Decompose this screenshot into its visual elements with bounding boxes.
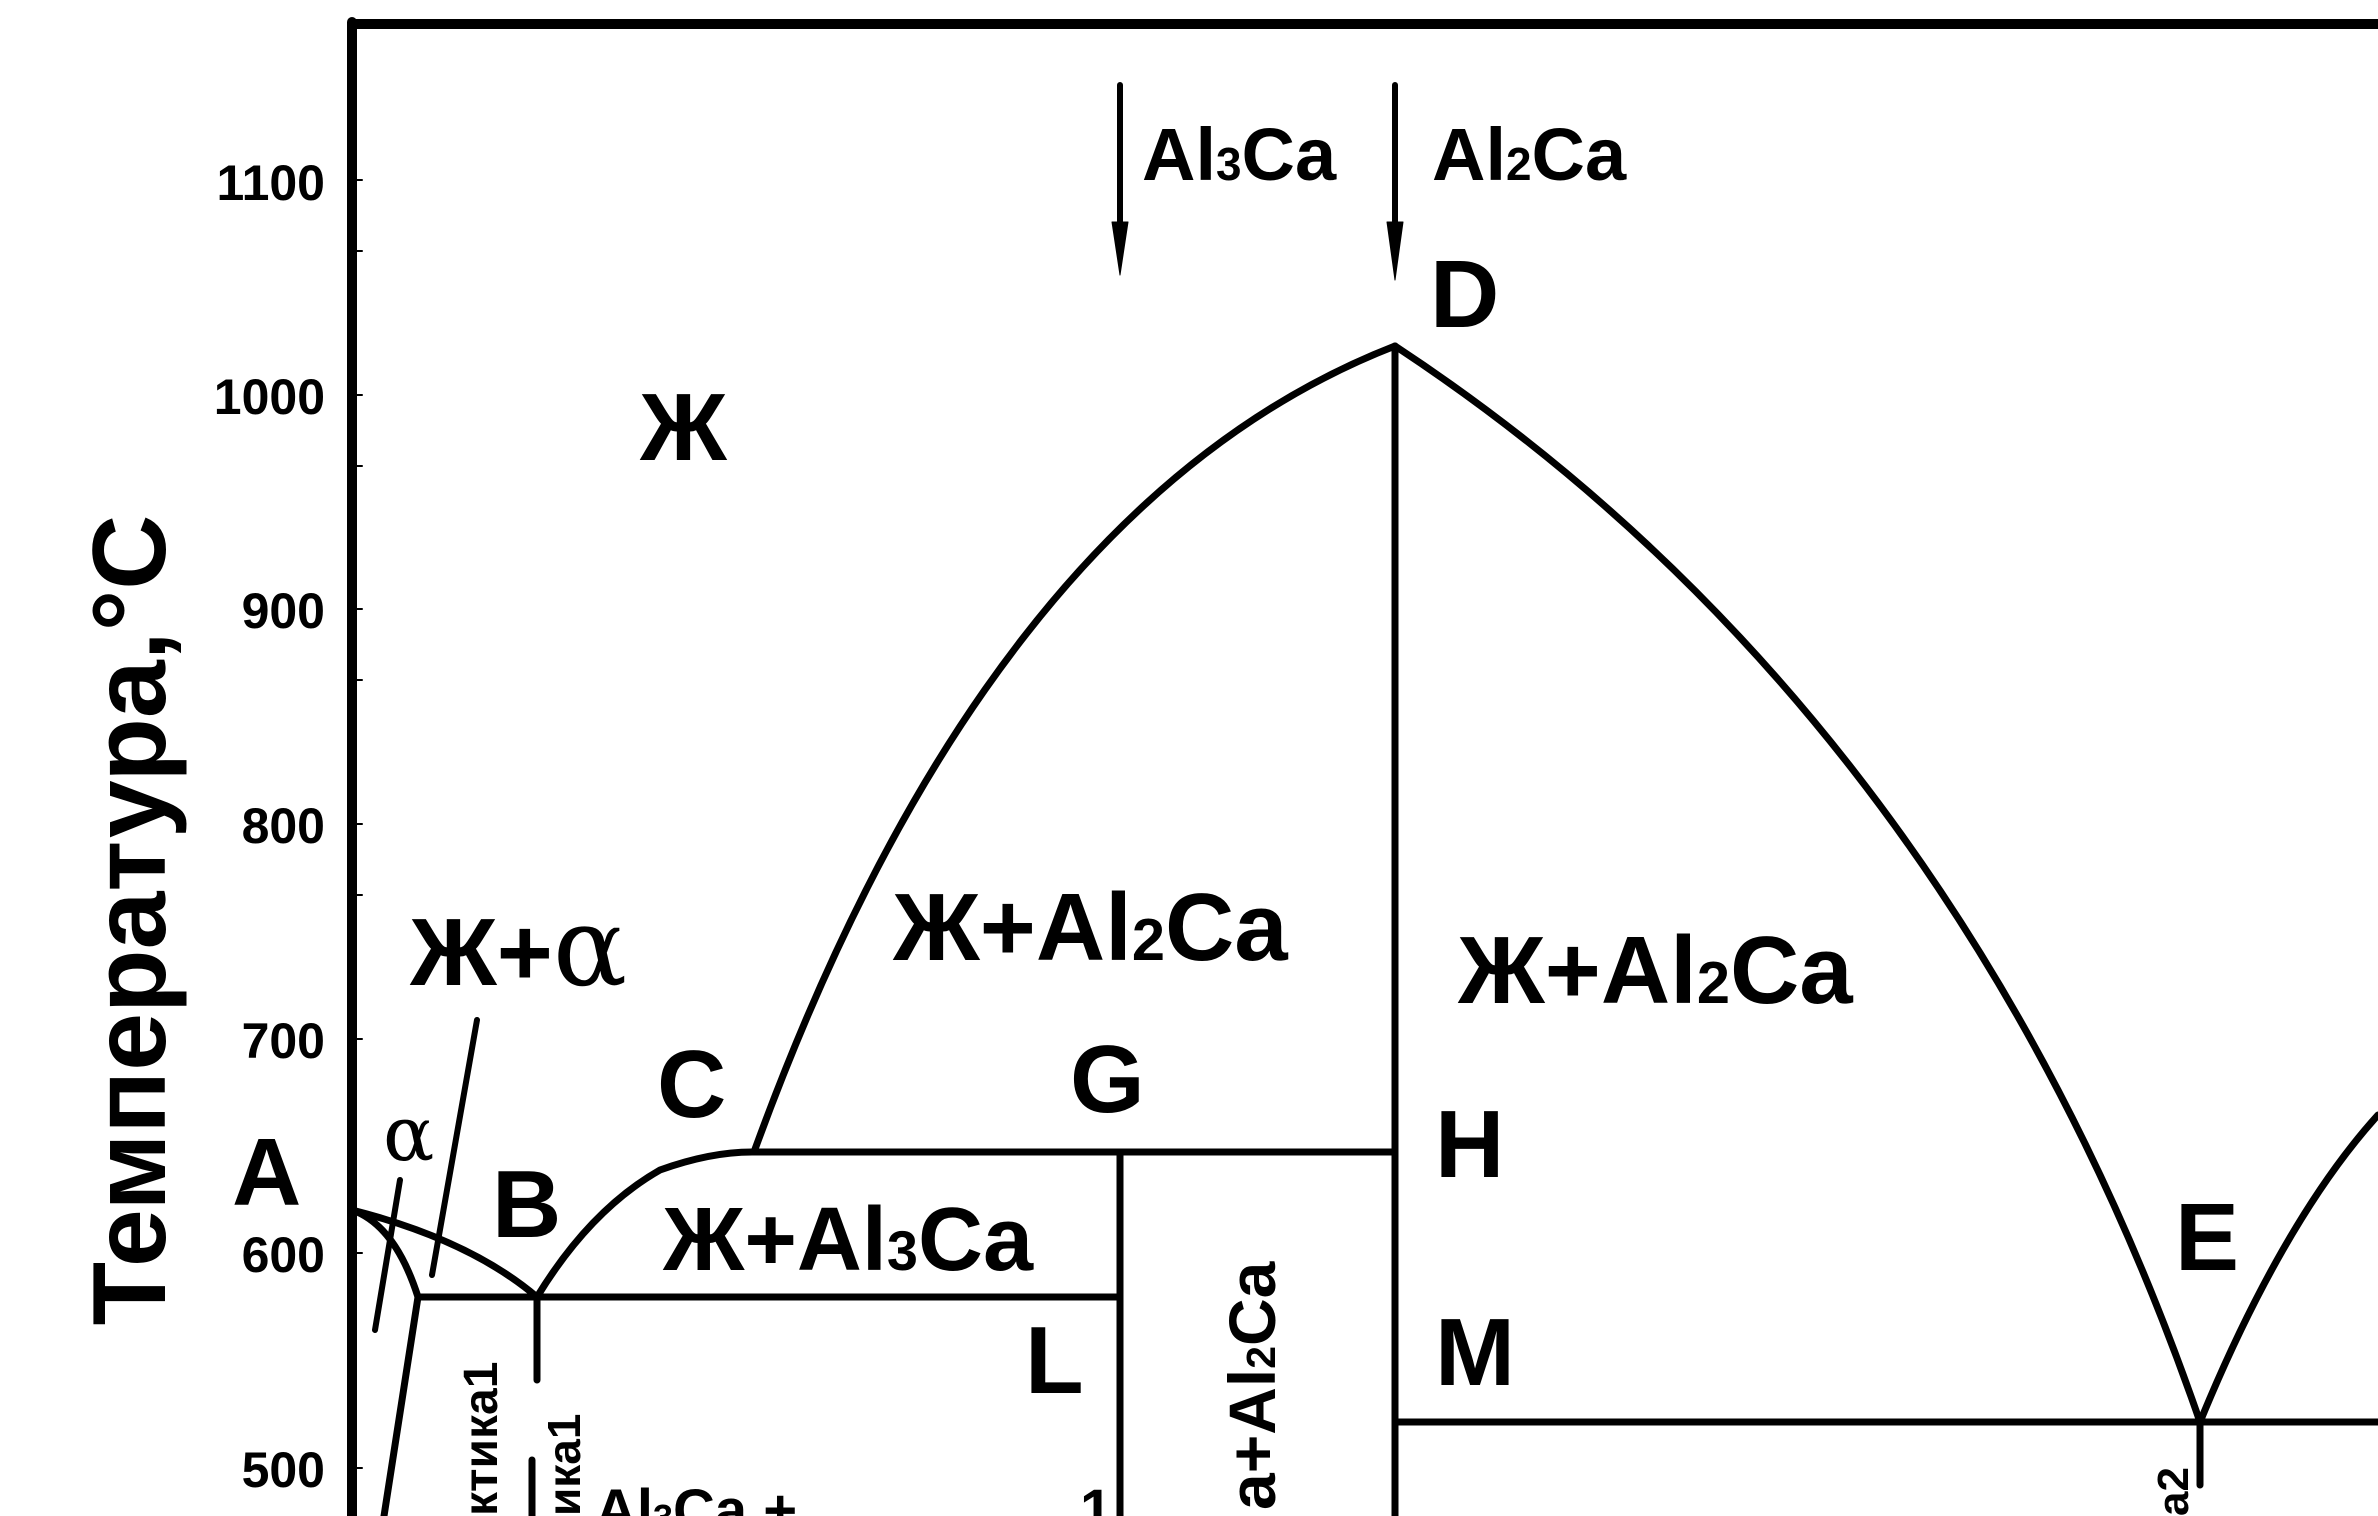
al2ca-label-rest: Ca	[1532, 113, 1627, 196]
al3ca-label-sub: 3	[1216, 138, 1242, 190]
point-label-g: G	[1070, 1026, 1145, 1133]
liquidus-e-right	[2196, 1111, 2378, 1426]
region-labels: Ж Ж+α α Ж+Al2Ca Ж+Al2Ca Ж+Al3Ca a+Al2Ca …	[383, 374, 2198, 1516]
y-axis-tick-labels: 1100 1000 900 800 700 600 500	[214, 155, 325, 1498]
region-label-bottom-partial-left: Al3Ca +	[595, 1478, 797, 1516]
solvus-alpha	[380, 1293, 422, 1516]
liquid-al2ca-left-sub: 2	[1132, 906, 1165, 973]
point-label-m: M	[1435, 1299, 1515, 1406]
bottom-partial-left-base: Al	[595, 1478, 653, 1516]
compound-label-al3ca: Al3Ca	[1142, 113, 1337, 196]
compound-arrows	[1111, 82, 1404, 281]
y-tick-label: 700	[242, 1013, 325, 1069]
region-label-eutectic1-a: ктика1	[455, 1362, 508, 1516]
point-labels: A B C D E G H L M	[232, 241, 2239, 1414]
liquid-al3ca-base: Ж+Al	[662, 1190, 887, 1290]
al3ca-arrow-head	[1111, 221, 1129, 276]
liquidus-c-d	[750, 342, 1399, 1156]
region-label-liquid-al3ca: Ж+Al3Ca	[662, 1190, 1034, 1290]
al3ca-al2ca-base: a+Al	[1215, 1369, 1289, 1510]
liquid-al2ca-left-base: Ж+Al	[892, 874, 1132, 981]
point-label-d: D	[1430, 241, 1499, 348]
y-axis-title: Температура,°C	[72, 515, 188, 1326]
liquidus-a-b	[348, 1206, 541, 1301]
liquid-al3ca-rest: Ca	[918, 1190, 1034, 1290]
point-label-b: B	[492, 1151, 561, 1258]
region-label-bottom-partial-right: 1	[1080, 1478, 1112, 1516]
diagram-frame	[347, 17, 2378, 1516]
y-tick-label: 1100	[217, 155, 325, 211]
region-label-eutectic1-b: ика1	[538, 1414, 590, 1516]
region-label-al3ca-al2ca: a+Al2Ca	[1215, 1260, 1289, 1510]
point-label-c: C	[657, 1031, 726, 1138]
al3ca-label-base: Al	[1142, 113, 1216, 196]
region-label-eutectic2: а2	[2149, 1467, 2198, 1516]
al3ca-al2ca-sub: 2	[1238, 1346, 1284, 1369]
alpha-leader-line	[372, 1177, 403, 1333]
liquid-al2ca-right-rest: Ca	[1730, 917, 1853, 1024]
al2ca-label-base: Al	[1432, 113, 1506, 196]
point-label-a: A	[232, 1119, 301, 1226]
al2ca-arrow-head	[1386, 221, 1404, 281]
region-label-alpha: α	[383, 1089, 434, 1178]
y-tick-label: 900	[242, 583, 325, 639]
liquidus-b-c	[533, 1148, 756, 1301]
y-tick-label: 1000	[214, 369, 325, 425]
al3ca-al2ca-rest: Ca	[1215, 1260, 1289, 1346]
liquid-al2ca-right-sub: 2	[1697, 949, 1730, 1016]
liquid-al3ca-sub: 3	[887, 1219, 918, 1282]
region-label-liquid-al2ca-right: Ж+Al2Ca	[1457, 917, 1853, 1024]
y-axis-ticks	[351, 179, 363, 1469]
point-label-e: E	[2175, 1184, 2239, 1291]
alpha-liquid-leader-line	[429, 1017, 480, 1278]
point-label-l: L	[1025, 1307, 1084, 1414]
al2ca-label-sub: 2	[1506, 138, 1532, 190]
liquid-alpha-base: Ж+	[409, 899, 553, 1006]
y-tick-label: 600	[242, 1227, 325, 1283]
liquid-al2ca-right-base: Ж+Al	[1457, 917, 1697, 1024]
region-label-liquid-al2ca-left: Ж+Al2Ca	[892, 874, 1288, 981]
region-label-liquid-alpha: Ж+α	[409, 883, 627, 1011]
compound-label-al2ca: Al2Ca	[1432, 113, 1627, 196]
region-label-liquid: Ж	[639, 374, 728, 481]
liquid-al2ca-left-rest: Ca	[1165, 874, 1288, 981]
al3ca-label-rest: Ca	[1242, 113, 1337, 196]
liquid-alpha-greek: α	[553, 883, 627, 1011]
bottom-partial-left-rest: Ca +	[673, 1478, 797, 1516]
bottom-partial-left-sub: 3	[653, 1497, 673, 1516]
y-tick-label: 500	[242, 1442, 325, 1498]
y-tick-label: 800	[242, 798, 325, 854]
phase-boundaries	[348, 342, 2378, 1516]
point-label-h: H	[1435, 1091, 1504, 1198]
liquidus-d-e	[1391, 342, 2204, 1426]
